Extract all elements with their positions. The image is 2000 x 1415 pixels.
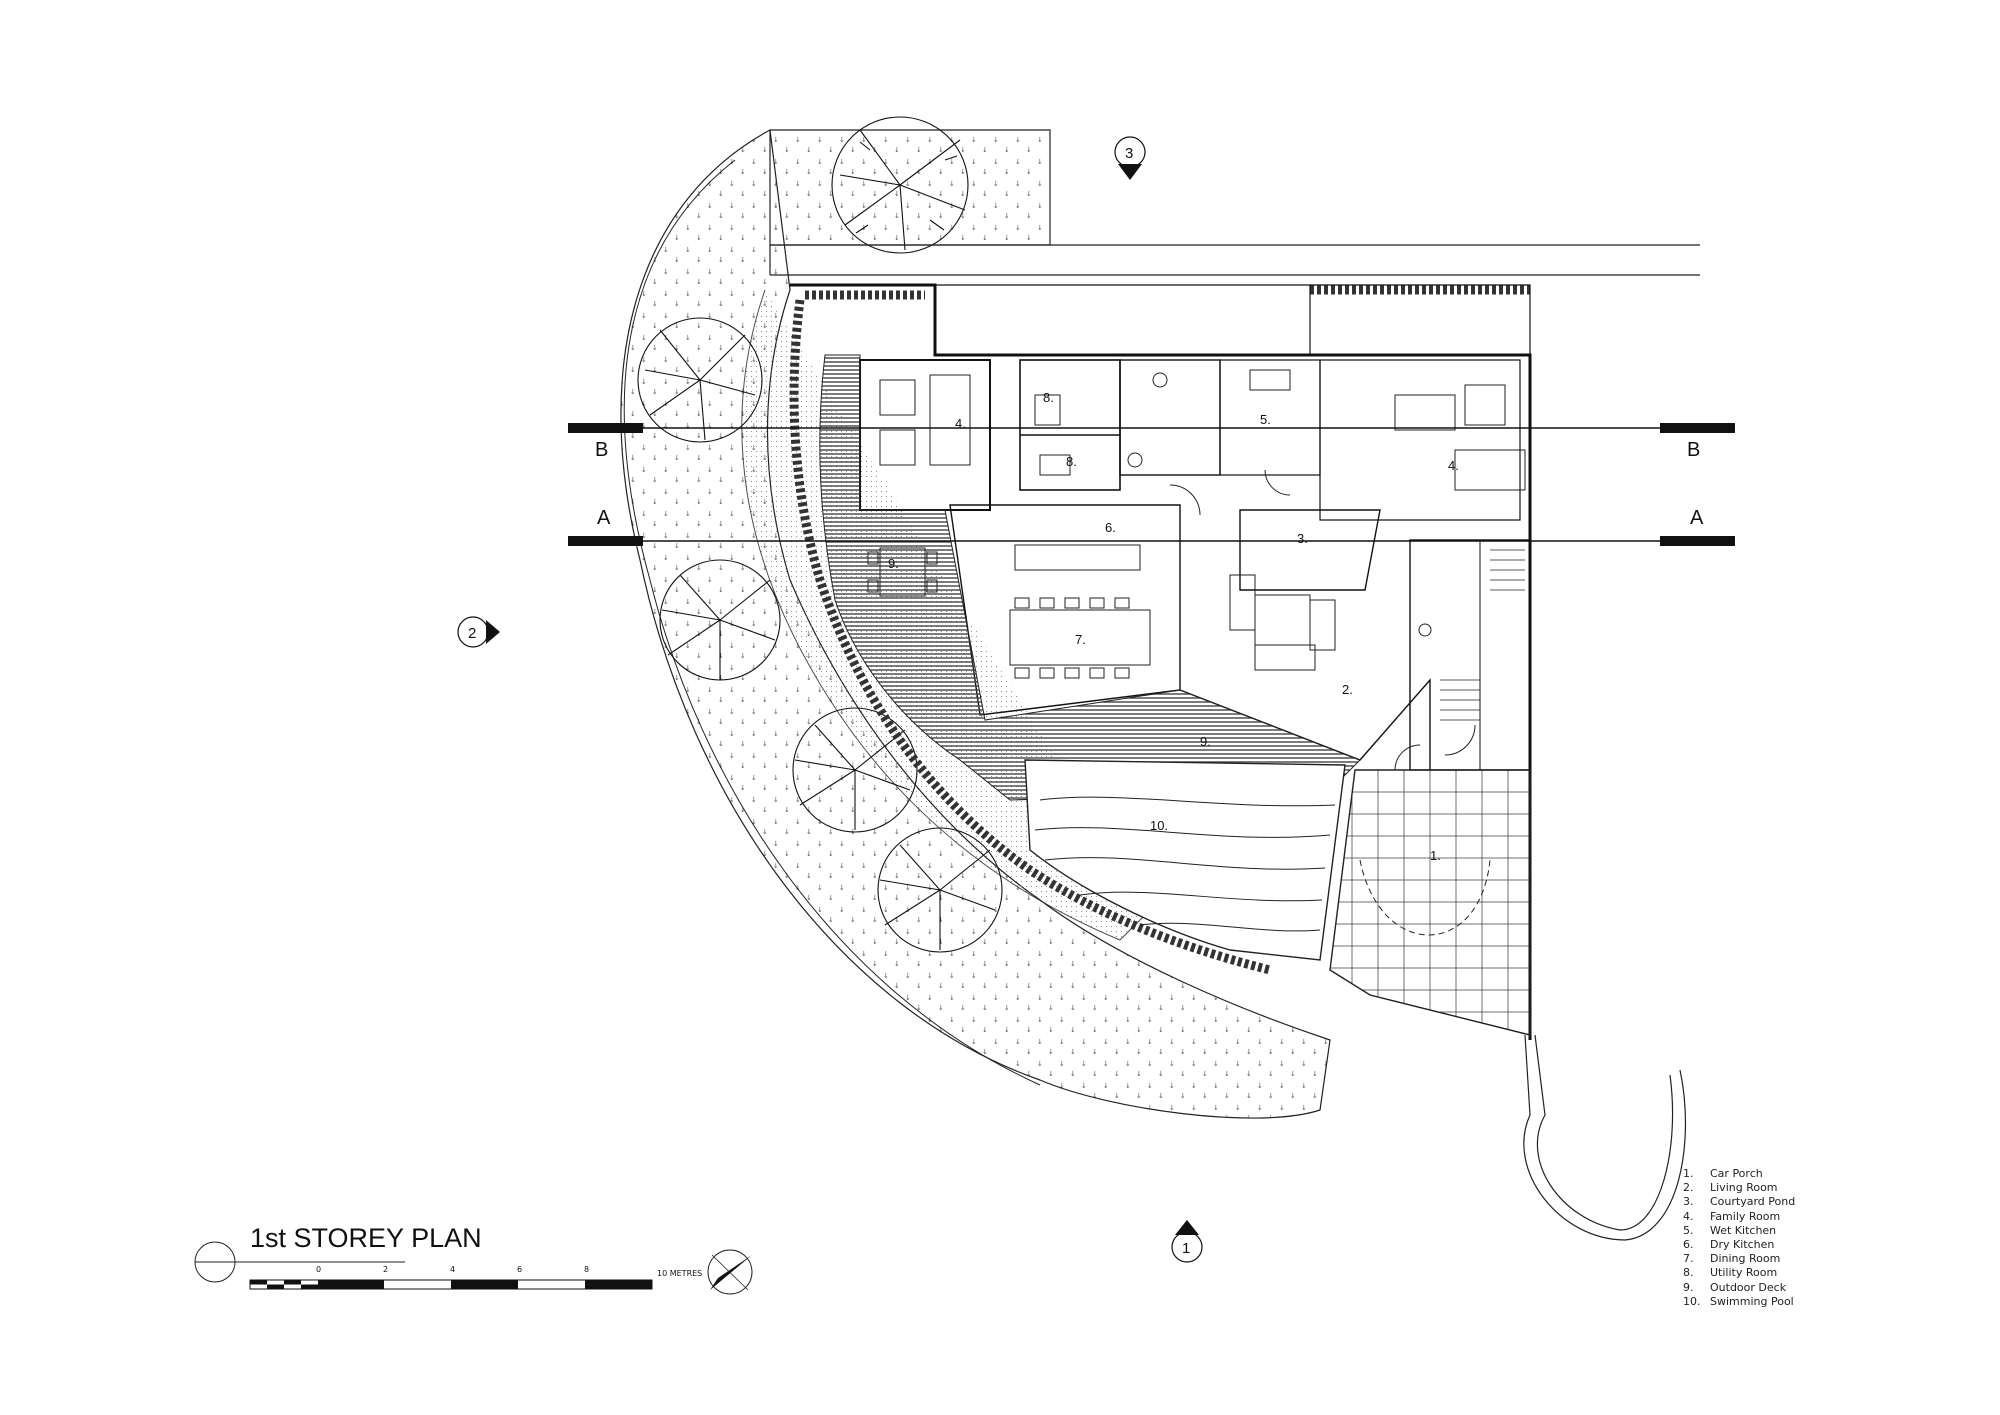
title-block [194,1241,405,1283]
view-marker-2: 2 [457,616,500,648]
room-tag-utility-upper: 8. [1043,390,1054,405]
view-marker-3-label: 3 [1125,145,1133,162]
legend-item: 8.Utility Room [1683,1266,1778,1280]
section-mark-labels: B B A A [595,439,1704,529]
tree-icon [831,116,969,254]
view-marker-2-label: 2 [468,625,476,642]
section-mark-a-east: A [1690,507,1704,529]
view-marker-1-label: 1 [1182,1240,1190,1257]
legend-item: 5.Wet Kitchen [1683,1223,1777,1237]
room-tag-family-east: 4. [1448,458,1459,473]
scale-tick-2: 2 [383,1265,389,1274]
section-mark-b-east: B [1687,439,1700,461]
scale-tick-6: 6 [517,1265,523,1274]
room-tag-deck-south: 9. [1200,734,1211,749]
legend-item: 10.Swimming Pool [1683,1294,1794,1308]
north-arrow-icon [707,1249,753,1295]
room-tag-car-porch: 1. [1430,848,1441,863]
room-tag-dry-kitchen: 6. [1105,520,1116,535]
section-mark-a-west: A [597,507,611,529]
scale-tick-8: 8 [584,1265,590,1274]
car-porch [1329,769,1531,1036]
legend-item: 1.Car Porch [1683,1167,1763,1180]
room-tag-family-west: 4. [955,416,966,431]
building-walls [790,283,1532,1040]
legend-item: 6.Dry Kitchen [1683,1238,1775,1252]
legend-item: 2.Living Room [1683,1181,1778,1195]
scale-bar [249,1279,653,1290]
tree-icon [637,317,763,443]
room-tag-wet-kitchen: 5. [1260,412,1271,427]
tree-icon [877,827,1003,953]
room-tag-pond: 3. [1297,531,1308,546]
room-tag-deck-west: 9. [888,556,899,571]
scale-tick-0: 0 [316,1265,322,1274]
garden-landscape [620,129,1331,1119]
room-tag-dining: 7. [1075,632,1086,647]
legend-item: 7.Dining Room [1683,1252,1781,1266]
tree-icon [659,559,781,681]
section-line-a [568,536,1735,546]
trees [637,116,1003,953]
room-tags: 1. 2. 3. 4. 4. 5. 6. 7. 8. 8. 9. 9. 10. [888,390,1459,863]
site-boundary [769,244,1700,1241]
tree-icon [792,707,918,833]
legend-item: 4.Family Room [1683,1209,1781,1223]
room-tag-living: 2. [1342,682,1353,697]
legend-item: 3.Courtyard Pond [1683,1195,1796,1209]
section-line-b [568,423,1735,433]
room-tag-pool: 10. [1150,818,1168,833]
room-legend: 1.Car Porch 2.Living Room 3.Courtyard Po… [1683,1167,1795,1309]
room-tag-utility-lower: 8. [1066,454,1077,469]
scale-end-label: 10 METRES [657,1269,703,1278]
section-mark-b-west: B [595,439,608,461]
furniture [867,369,1526,771]
drawing-title: 1st STOREY PLAN [250,1223,482,1253]
scale-tick-4: 4 [450,1265,456,1274]
view-marker-1: 1 [1171,1220,1203,1263]
swimming-pool [1024,759,1346,961]
view-marker-3: 3 [1114,136,1146,180]
legend-item: 9.Outdoor Deck [1683,1280,1787,1294]
shrub-hedge [789,285,1530,975]
